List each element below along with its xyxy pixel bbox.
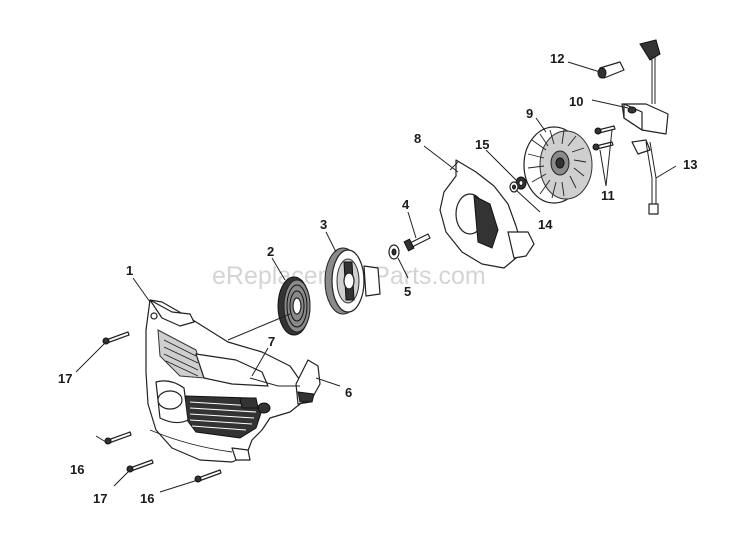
- starter-spring-part-2: [277, 276, 311, 336]
- callout-6: 6: [345, 385, 352, 400]
- callout-14: 14: [538, 217, 553, 232]
- callout-labels: 1 2 3 4 5 6 7 8 9 10 11 12 13 14 15 16 1…: [58, 51, 697, 506]
- starter-handle-part-6: [295, 359, 321, 405]
- callout-13: 13: [683, 157, 697, 172]
- callout-4: 4: [402, 197, 410, 212]
- callout-11: 11: [601, 188, 615, 203]
- spark-plug-boot-part-12: [597, 39, 661, 104]
- screw-part-4: [403, 233, 431, 252]
- washer-part-14: [509, 181, 519, 193]
- callout-10: 10: [569, 94, 583, 109]
- callout-17b: 17: [93, 491, 107, 506]
- callout-8: 8: [414, 131, 421, 146]
- callout-5: 5: [404, 284, 411, 299]
- callout-2: 2: [267, 244, 274, 259]
- ignition-module-part-10: [621, 103, 669, 155]
- air-guide-part-8: [439, 159, 535, 269]
- callout-16b: 16: [140, 491, 154, 506]
- callout-1: 1: [126, 263, 133, 278]
- flywheel-part-9: [523, 126, 593, 204]
- callout-15: 15: [475, 137, 489, 152]
- callout-7: 7: [268, 334, 275, 349]
- callout-9: 9: [526, 106, 533, 121]
- screws-part-11: [592, 125, 616, 151]
- washer-part-5: [388, 244, 400, 260]
- screws-part-16-17: [102, 331, 222, 483]
- starter-housing-part-1: [145, 299, 305, 463]
- starter-rope-part-7: [227, 313, 300, 387]
- callout-12: 12: [550, 51, 564, 66]
- callout-3: 3: [320, 217, 327, 232]
- callout-17a: 17: [58, 371, 72, 386]
- pulley-part-3: [324, 247, 381, 315]
- leader-lines: [75, 61, 677, 493]
- callout-16a: 16: [70, 462, 84, 477]
